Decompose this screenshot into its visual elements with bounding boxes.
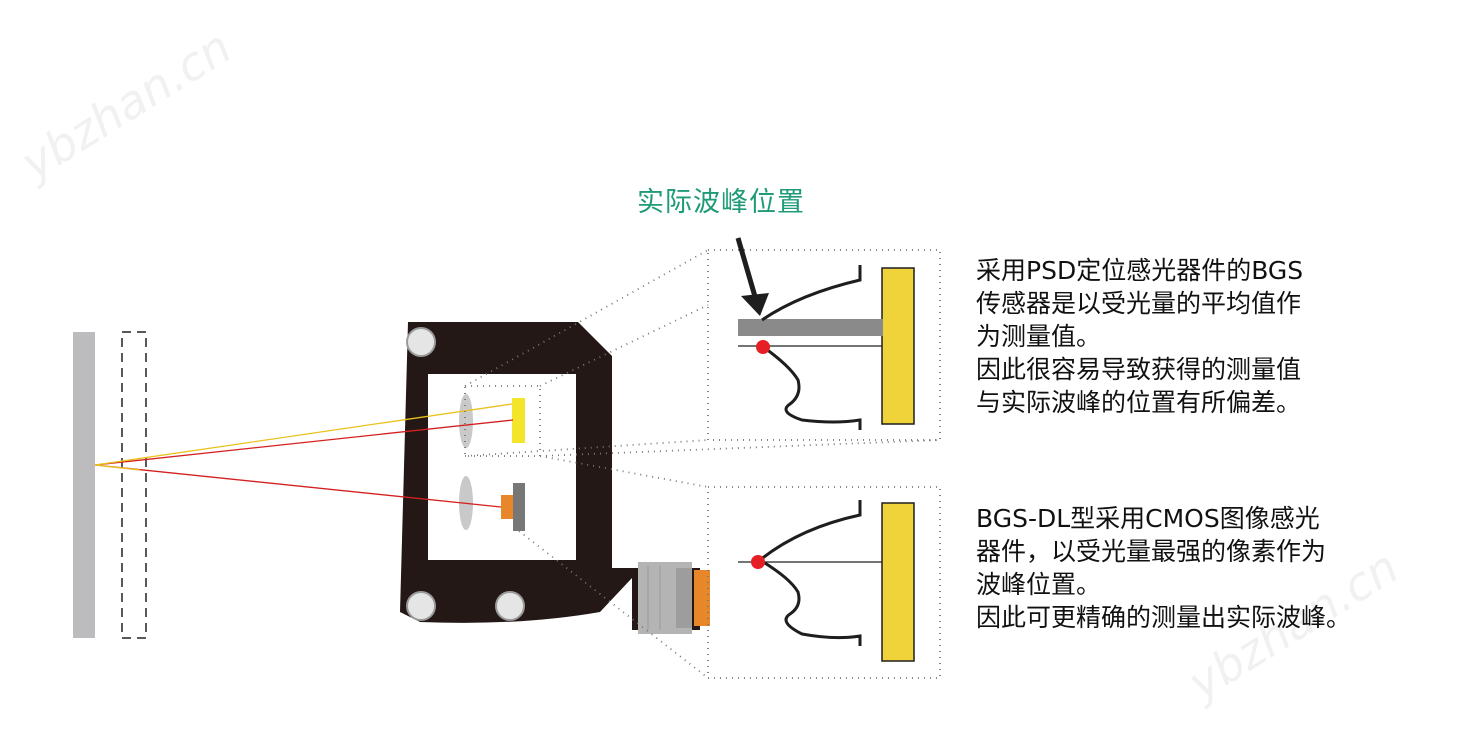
shifted-target-outline: [121, 331, 147, 639]
zoom-guides: [464, 249, 941, 679]
reflected-yellow-ray: [94, 403, 513, 471]
receiver-lens: [459, 394, 473, 448]
connector-ring: [676, 568, 692, 628]
psd-average-bar: [738, 319, 883, 336]
optics-window: [428, 374, 576, 560]
psd-receiver-bar: [881, 267, 915, 425]
mounting-hole-bottom-right: [495, 591, 525, 621]
cmos-description-line: BGS-DL型采用CMOS图像感光: [976, 504, 1320, 533]
cmos-peak-dot: [751, 555, 765, 569]
psd-description-line: 采用PSD定位感光器件的BGS: [976, 256, 1304, 285]
cmos-zoom-panel: [707, 486, 941, 679]
cmos-description: BGS-DL型采用CMOS图像感光 器件，以受光量最强的像素作为 波峰位置。 因…: [976, 502, 1351, 634]
cmos-receiver-bar: [881, 502, 915, 662]
psd-description: 采用PSD定位感光器件的BGS 传感器是以受光量的平均值作 为测量值。 因此很容…: [976, 254, 1303, 419]
laser-emitter: [501, 495, 513, 519]
cmos-description-line: 器件，以受光量最强的像素作为: [976, 537, 1327, 566]
psd-description-line: 与实际波峰的位置有所偏差。: [976, 388, 1302, 417]
psd-description-line: 传感器是以受光量的平均值作: [976, 289, 1302, 318]
cmos-description-line: 波峰位置。: [976, 570, 1102, 599]
psd-description-line: 因此很容易导致获得的测量值: [976, 355, 1302, 384]
psd-description-line: 为测量值。: [976, 322, 1102, 351]
mounting-hole-bottom-left: [406, 591, 436, 621]
cmos-description-line: 因此可更精确的测量出实际波峰。: [976, 603, 1352, 632]
cmos-element: [513, 483, 525, 531]
psd-light-curve: [761, 265, 862, 430]
psd-element: [512, 398, 525, 443]
cmos-light-curve: [757, 500, 862, 646]
callout-arrow: [735, 237, 759, 301]
connector-plug: [694, 570, 710, 626]
mounting-hole-top-left: [406, 327, 436, 357]
psd-peak-dot: [756, 340, 770, 354]
actual-peak-label: 实际波峰位置: [637, 187, 805, 218]
target-surface: [73, 332, 95, 638]
